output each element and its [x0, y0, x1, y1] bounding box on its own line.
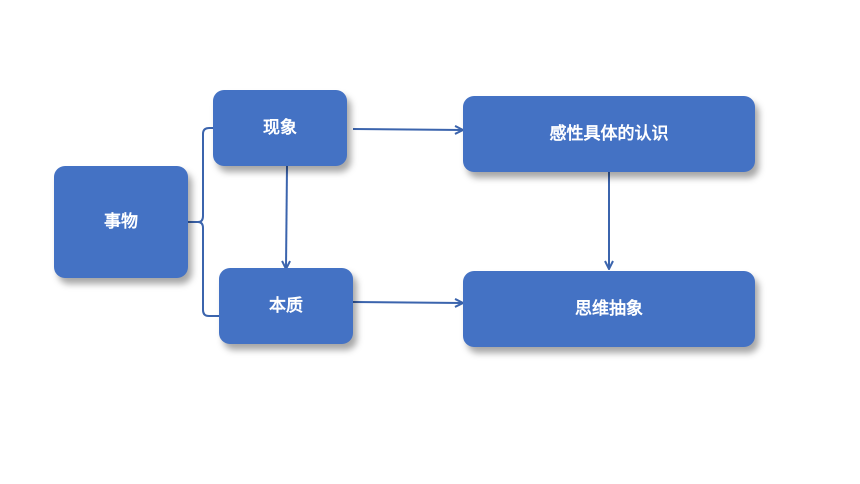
arrow-xianxiang-to-benzhi	[286, 165, 287, 268]
bracket-connector-lower	[197, 221, 219, 317]
node-siwei-chouxiang-label: 思维抽象	[575, 298, 643, 319]
node-shiwu: 事物	[54, 166, 188, 278]
node-ganxing-renshi-label: 感性具体的认识	[549, 123, 669, 144]
node-benzhi-label: 本质	[269, 295, 303, 316]
bracket-connector	[188, 127, 213, 223]
node-ganxing-renshi: 感性具体的认识	[463, 96, 755, 172]
node-xianxiang-label: 现象	[263, 117, 297, 138]
node-benzhi: 本质	[219, 268, 353, 344]
arrow-xianxiang-to-ganxing	[352, 129, 462, 130]
arrow-benzhi-to-siwei	[352, 302, 462, 303]
node-shiwu-label: 事物	[104, 211, 138, 232]
node-siwei-chouxiang: 思维抽象	[463, 271, 755, 347]
node-xianxiang: 现象	[213, 90, 347, 166]
